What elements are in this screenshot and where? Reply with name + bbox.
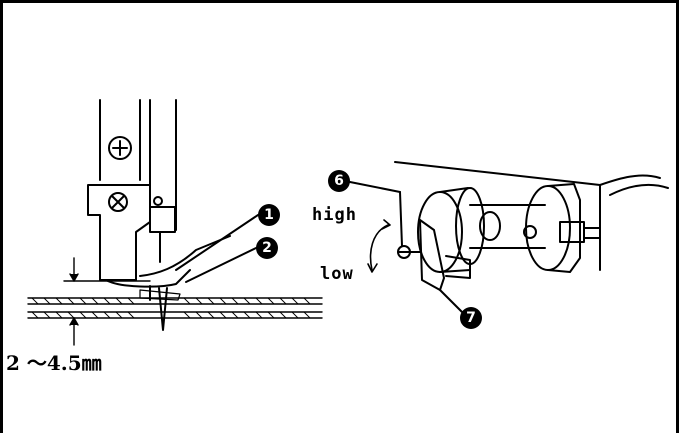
label-high: high xyxy=(312,205,357,225)
label-lift-height: 2 ～4.5㎜ xyxy=(6,351,102,375)
fabric-layers xyxy=(27,297,323,319)
lift-mechanism xyxy=(349,161,669,317)
presser-foot-assembly xyxy=(87,99,259,331)
callout-7: 7 xyxy=(460,307,482,329)
callout-2: 2 xyxy=(256,237,278,259)
callout-6: 6 xyxy=(328,170,350,192)
callout-1: 1 xyxy=(258,204,280,226)
label-low: low xyxy=(320,264,354,284)
height-dimension xyxy=(63,257,151,346)
